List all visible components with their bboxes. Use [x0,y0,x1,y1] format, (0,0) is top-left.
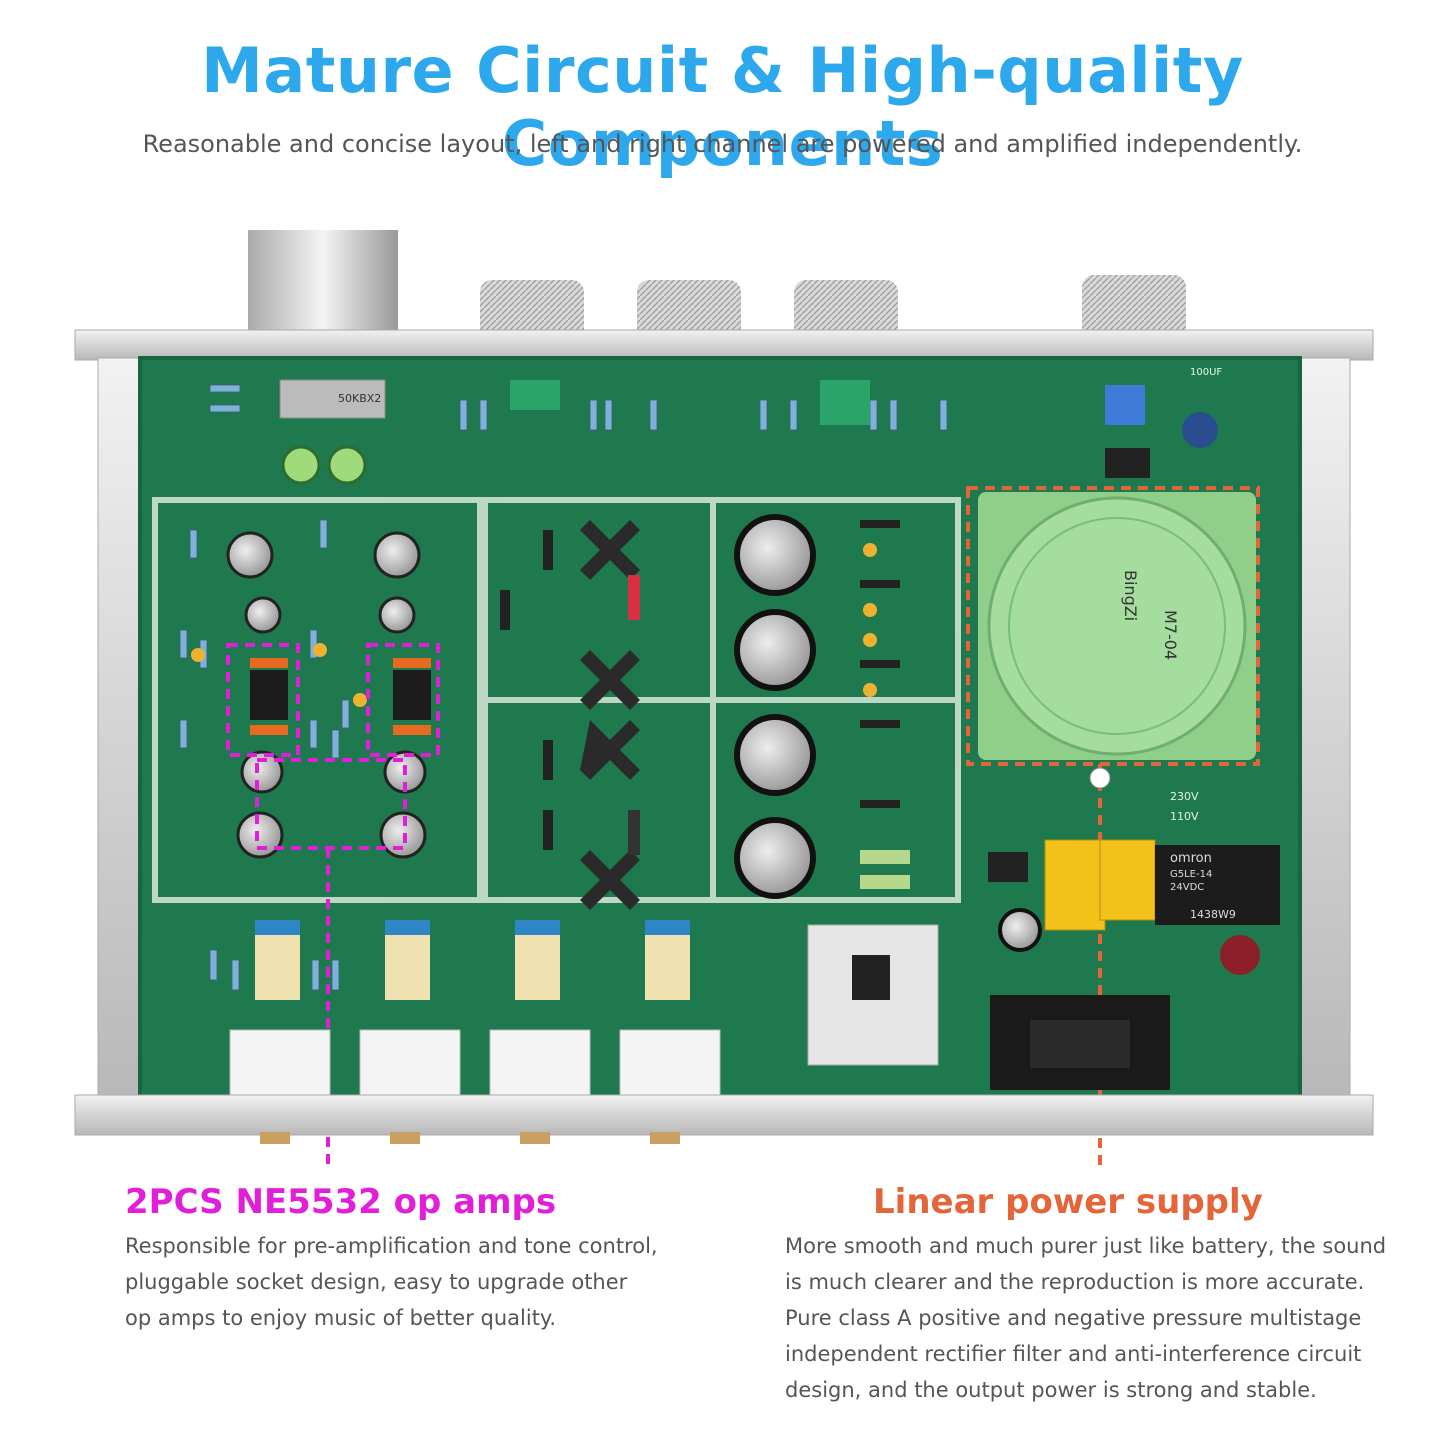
opamp-line-3: op amps to enjoy music of better quality… [125,1306,557,1330]
power-line-3: Pure class A positive and negative press… [785,1306,1362,1330]
switch-230v: 230V [1170,790,1199,803]
opamp-callout-body: Responsible for pre-amplification and to… [125,1228,685,1336]
chassis-right-side [1297,357,1351,1101]
power-line-4: independent rectifier filter and anti-in… [785,1342,1362,1366]
relay-code: 1438W9 [1190,908,1236,921]
page-subtitle: Reasonable and concise layout, left and … [142,130,1303,158]
op-amp-chips [250,658,431,735]
rca-sockets [229,1029,721,1096]
relay-model: G5LE-14 [1170,869,1212,880]
power-line-5: design, and the output power is strong a… [785,1378,1317,1402]
toroidal-transformer: BingZi M7-04 [978,492,1256,760]
relay-brand: omron [1170,851,1212,866]
pot-label: 50KBX2 [338,392,381,405]
opamp-line-1: Responsible for pre-amplification and to… [125,1234,658,1258]
trimmer [1105,385,1145,425]
amplifier-board-photo: 50KBX2 100UF [74,230,1374,1165]
chassis-bottom-rail [74,1094,1374,1136]
volume-knob [248,230,398,350]
transformer-brand: BingZi [1121,570,1140,621]
page-title: Mature Circuit & High-quality Components [201,34,1244,180]
filter-capacitors [734,514,816,899]
relay-voltage: 24VDC [1170,882,1204,893]
power-line-1: More smooth and much purer just like bat… [785,1234,1387,1258]
power-supply-highlight [966,486,1260,766]
chassis-top-rail [74,329,1374,361]
signal-relays [255,920,690,1000]
power-callout-title: Linear power supply [873,1182,1263,1222]
opamp-line-2: pluggable socket design, easy to upgrade… [125,1270,628,1294]
transformer-model: M7-04 [1161,610,1180,660]
power-line-2: is much clearer and the reproduction is … [785,1270,1365,1294]
opamp-callout-title: 2PCS NE5532 op amps [125,1182,557,1222]
power-callout-body: More smooth and much purer just like bat… [785,1228,1415,1408]
omron-relay: omron G5LE-14 24VDC 1438W9 [1155,845,1280,925]
heatsinks [580,520,640,910]
switch-110v: 110V [1170,810,1199,823]
cap-label: 100UF [1190,367,1222,378]
